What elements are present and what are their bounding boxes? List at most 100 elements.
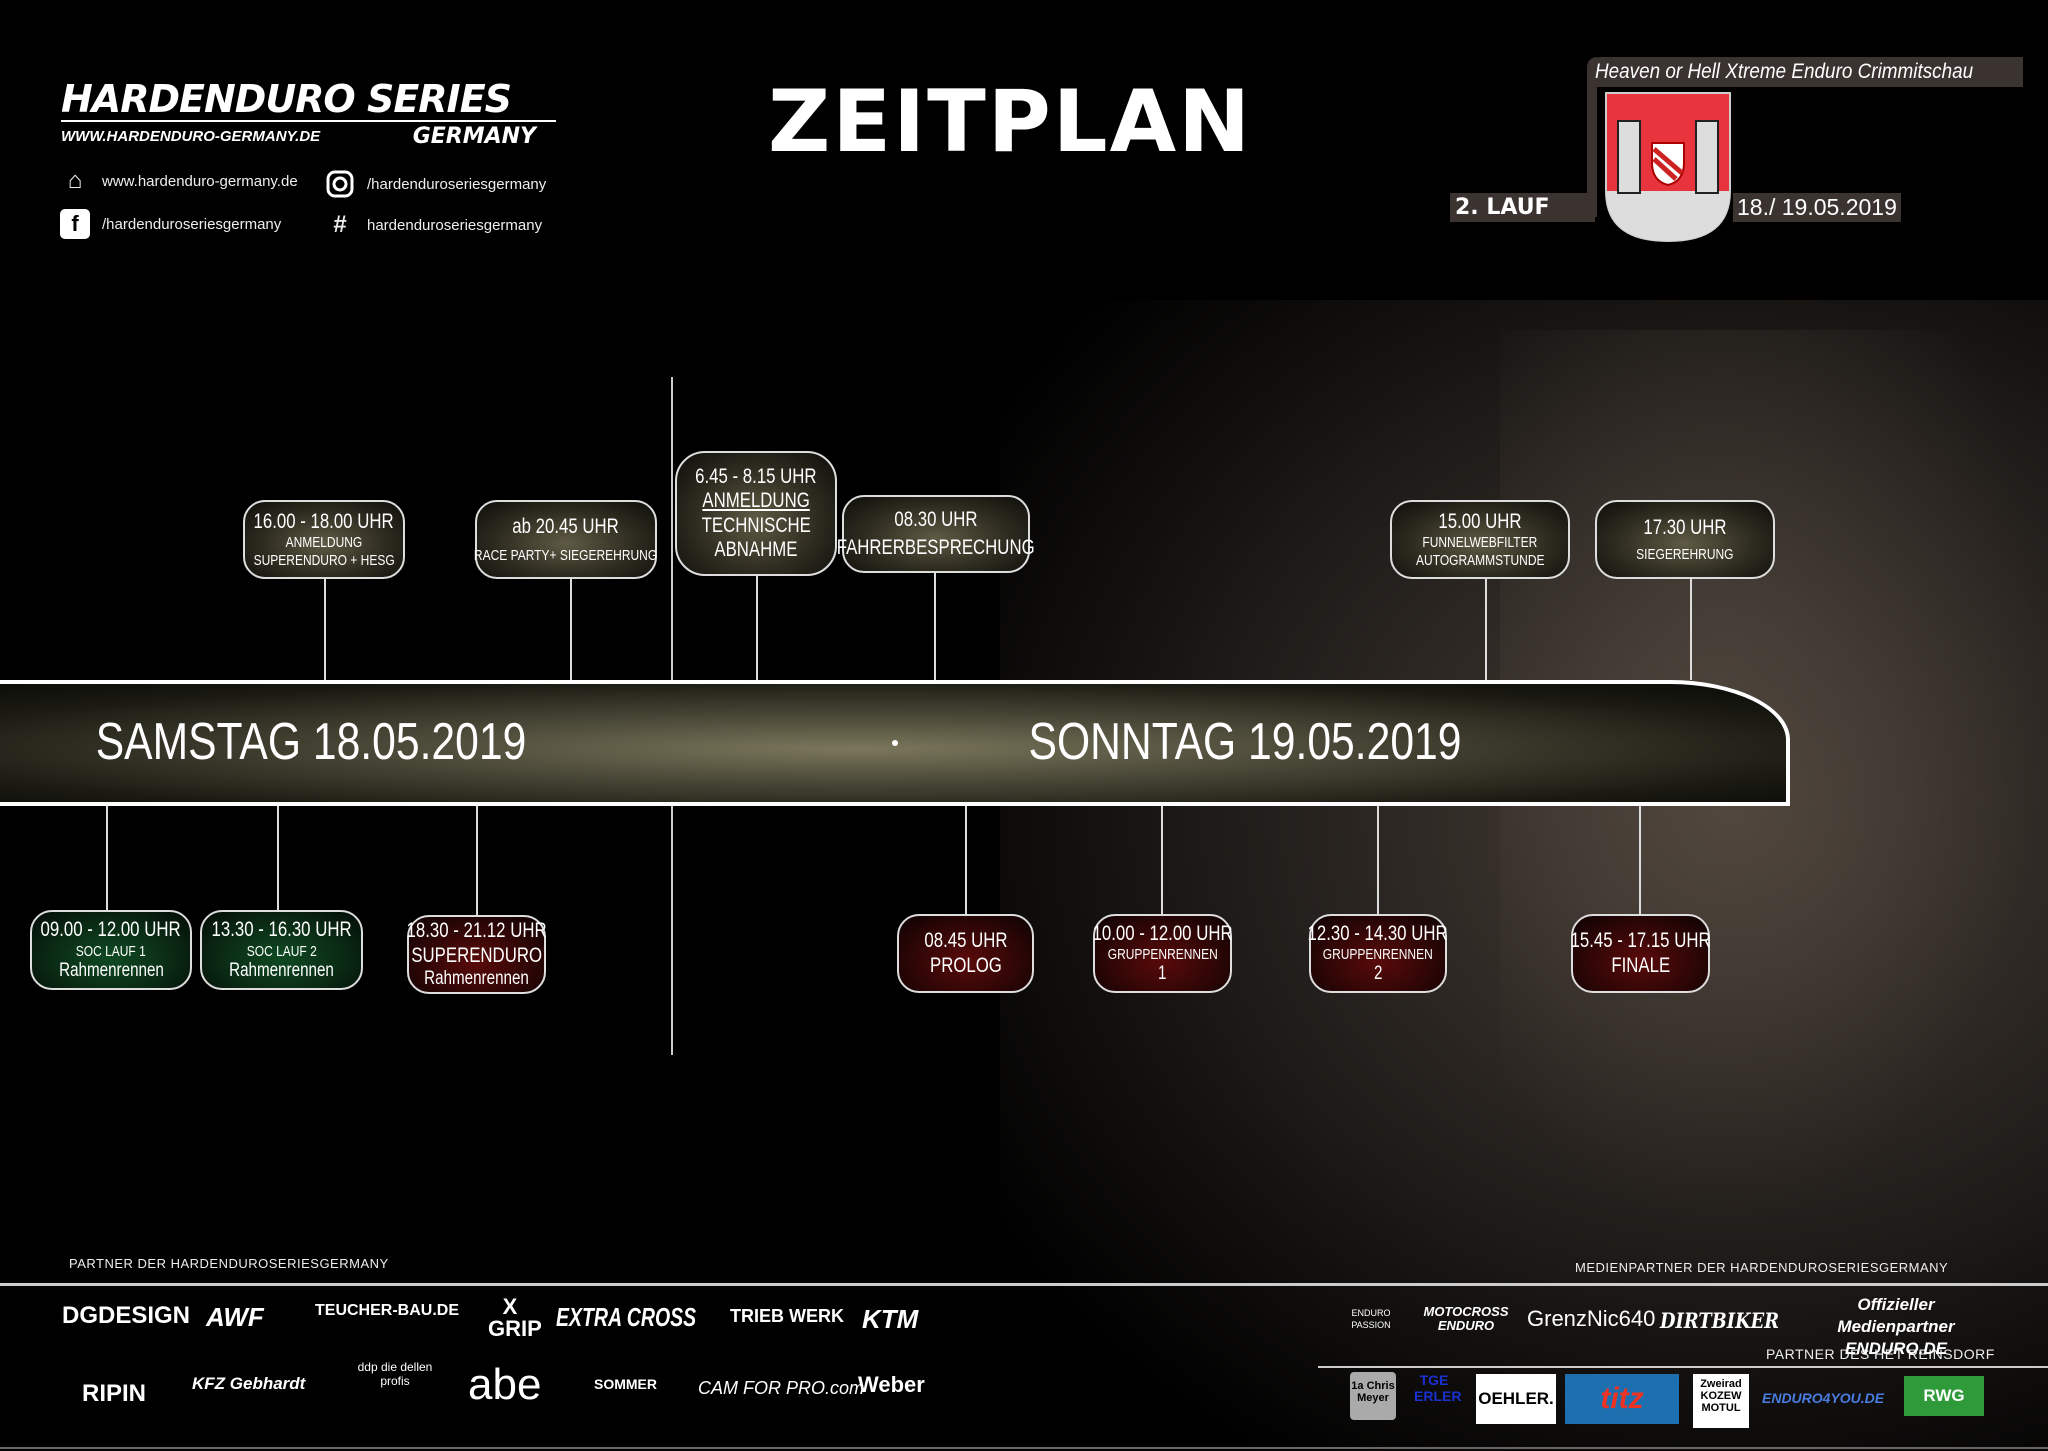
partner-logo-ddp: ddp die dellen profis	[357, 1360, 433, 1389]
partner-logo-sommer: SOMMER	[594, 1376, 657, 1392]
event-box: 17.30 UHR SIEGEREHRUNG	[1595, 500, 1775, 579]
event-time: 15.00 UHR	[1438, 510, 1522, 534]
brand-url: WWW.HARDENDURO-GERMANY.DE	[61, 128, 321, 145]
connector	[324, 579, 326, 680]
partner-label: PARTNER DER HARDENDUROSERIESGERMANY	[69, 1256, 389, 1271]
event-time: 12.30 - 14.30 UHR	[1307, 921, 1449, 945]
social-facebook[interactable]: f/hardenduroseriesgermany	[60, 209, 281, 239]
social-hashtag[interactable]: # hardenduroseriesgermany	[325, 210, 542, 240]
timeline-dot	[892, 740, 898, 746]
event-label: Rahmenrennen	[229, 959, 334, 981]
brand-country: GERMANY	[412, 124, 536, 149]
hashtag-icon: #	[333, 211, 347, 238]
event-time: 09.00 - 12.00 UHR	[40, 918, 182, 942]
event-label: RACE PARTY+ SIEGEREHRUNG	[474, 546, 658, 564]
partner-logo-teucher: TEUCHER-BAU.DE	[315, 1302, 459, 1319]
instagram-icon	[325, 169, 355, 199]
connector	[965, 806, 967, 914]
event-label: TECHNISCHE	[701, 513, 811, 537]
partner-logo-extracross: EXTRA CROSS	[556, 1302, 697, 1332]
connector	[106, 806, 108, 910]
event-time: 13.30 - 16.30 UHR	[211, 918, 352, 942]
event-box: ab 20.45 UHR RACE PARTY+ SIEGEREHRUNG	[474, 500, 658, 579]
day-sunday: SONNTAG 19.05.2019	[1028, 713, 1462, 771]
connector	[476, 806, 478, 915]
partner-logo-ktm: KTM	[862, 1304, 919, 1334]
event-label: SIEGEREHRUNG	[1636, 545, 1734, 563]
event-label: FUNNELWEBFILTER	[1422, 534, 1538, 552]
social-text: www.hardenduro-germany.de	[102, 172, 298, 190]
event-time: 08.30 UHR	[894, 507, 978, 531]
event-label: GRUPPENRENNEN	[1322, 946, 1434, 964]
event-time: ab 20.45 UHR	[512, 514, 620, 538]
connector	[1485, 579, 1487, 680]
partner-logo-ripin: RIPIN	[82, 1380, 147, 1407]
media-logo-endurode: Offizieller Medienpartner ENDURO.DE	[1837, 1295, 1955, 1359]
event-round: 2. LAUF	[1450, 193, 1595, 222]
event-label: ABNAHME	[714, 537, 798, 561]
event-label: ANMELDUNG	[702, 489, 810, 513]
connector	[277, 806, 279, 910]
social-text: /hardenduroseriesgermany	[367, 175, 547, 193]
connector	[1161, 806, 1163, 914]
het-logo-1a: 1a Chris Meyer	[1350, 1372, 1396, 1420]
home-icon: ⌂	[67, 167, 83, 194]
connector	[1639, 806, 1641, 914]
media-logo-dirtbiker: DIRTBIKER	[1660, 1308, 1780, 1333]
partner-logo-triebwerk: TRIEB WERK	[730, 1306, 844, 1326]
brand-name: HARDENDURO SERIES	[61, 78, 556, 122]
partner-logo-awf: AWF	[206, 1302, 264, 1332]
het-logo-titz: titz	[1565, 1374, 1679, 1424]
connector	[570, 579, 572, 680]
het-logo-tge: TGE ERLER	[1414, 1372, 1462, 1404]
het-logo-kozew: Zweirad KOZEW MOTUL	[1693, 1374, 1749, 1428]
event-time: 10.00 - 12.00 UHR	[1092, 921, 1233, 945]
social-text: /hardenduroseriesgermany	[102, 215, 282, 233]
social-instagram[interactable]: /hardenduroseriesgermany	[325, 169, 546, 199]
crimmitschau-crest-icon	[1605, 92, 1731, 243]
connector	[756, 576, 758, 680]
partner-logo-abe: abe	[468, 1360, 542, 1409]
partner-logo-camforpro: CAM FOR PRO.com	[698, 1378, 865, 1398]
event-label: 2	[1373, 963, 1383, 985]
event-label: FINALE	[1611, 953, 1670, 977]
event-label: SUPERENDURO	[411, 943, 542, 967]
event-time: 6.45 - 8.15 UHR	[695, 465, 817, 489]
partner-divider	[0, 1283, 2048, 1286]
event-label: SOC LAUF 2	[246, 942, 317, 960]
het-divider	[1318, 1366, 2048, 1368]
event-label: ANMELDUNG	[285, 534, 363, 552]
media-logo-grenznic: GrenzNic640	[1527, 1306, 1656, 1331]
brand-logo: HARDENDURO SERIES WWW.HARDENDURO-GERMANY…	[61, 78, 556, 149]
social-text: hardenduroseriesgermany	[367, 216, 543, 234]
event-time: 08.45 UHR	[923, 929, 1008, 953]
het-logo-rwg: RWG	[1904, 1376, 1984, 1416]
event-time: 15.45 - 17.15 UHR	[1570, 929, 1711, 953]
bottom-divider	[0, 1447, 2048, 1449]
event-name-bar: Heaven or Hell Xtreme Enduro Crimmitscha…	[1587, 57, 2024, 87]
event-label: Rahmenrennen	[58, 959, 164, 981]
event-label: SOC LAUF 1	[75, 942, 147, 960]
event-label: PROLOG	[929, 953, 1002, 977]
event-time: 17.30 UHR	[1643, 515, 1727, 539]
social-website[interactable]: ⌂ www.hardenduro-germany.de	[60, 166, 298, 196]
event-time: 16.00 - 18.00 UHR	[253, 510, 395, 534]
connector	[1690, 579, 1692, 680]
event-time: 18.30 - 21.12 UHR	[406, 919, 547, 943]
media-logo-motocross-enduro: MOTOCROSS ENDURO	[1423, 1304, 1509, 1334]
event-label: AUTOGRAMMSTUNDE	[1415, 551, 1545, 569]
partner-logo-weber: Weber	[858, 1372, 925, 1397]
connector	[1377, 806, 1379, 914]
connector	[934, 573, 936, 680]
page-title: ZEITPLAN	[768, 72, 1253, 172]
het-logo-enduro4you: ENDURO4YOU.DE	[1762, 1390, 1885, 1406]
